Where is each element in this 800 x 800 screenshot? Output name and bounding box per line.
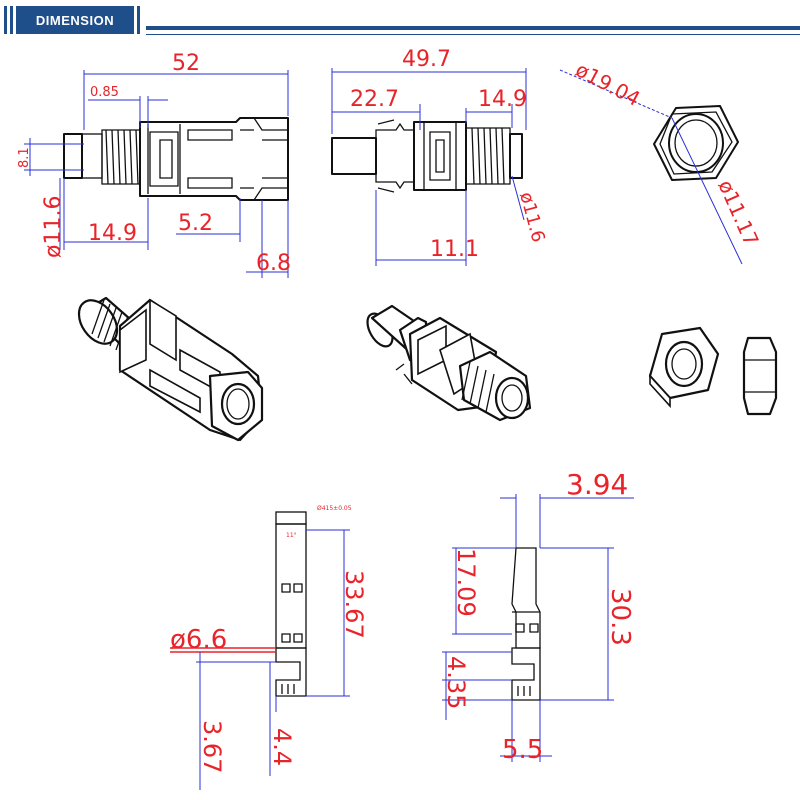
header-stripe <box>10 6 13 34</box>
nut-3d <box>648 326 778 416</box>
dim-male-thread-length: 14.9 <box>88 221 137 246</box>
dim-male-contact-angle: 11° <box>286 532 297 539</box>
dim-female-pin-length: 22.7 <box>350 87 399 112</box>
header-rule <box>146 34 800 35</box>
female-connector-drawing: 49.7 22.7 14.9 11.1 ø11.6 <box>331 47 549 266</box>
dim-female-contact-length: 30.3 <box>605 588 635 646</box>
male-connector-3d <box>77 296 264 442</box>
dim-male-height: 8.1 <box>17 147 32 168</box>
female-contact-drawing: 3.94 17.09 30.3 4.35 5.5 <box>442 468 635 765</box>
header-stripe <box>137 6 140 34</box>
dim-female-contact-crimp-height: 4.35 <box>442 656 470 709</box>
header-stripe <box>4 6 7 34</box>
dim-male-mid-length: 5.2 <box>178 211 213 236</box>
header-rule <box>146 26 800 30</box>
male-contact-drawing: Ø415±0.05 11° 33.67 ø6.6 3.67 4.4 <box>170 505 368 790</box>
dim-male-thread-step: 0.85 <box>90 85 119 100</box>
dim-male-tail-length: 6.8 <box>256 251 291 276</box>
nut-drawing: ø19.04 ø11.17 <box>559 57 764 265</box>
dim-female-body-length: 11.1 <box>430 237 479 262</box>
dim-female-thread-length: 14.9 <box>478 87 527 112</box>
dim-male-diameter: ø11.6 <box>41 196 66 258</box>
dim-female-contact-pin-diameter: 3.94 <box>566 468 628 501</box>
dim-female-diameter: ø11.6 <box>515 190 549 245</box>
dim-male-contact-length: 33.67 <box>340 570 368 639</box>
section-title: DIMENSION <box>16 6 134 34</box>
dim-nut-outer-diameter: ø19.04 <box>572 57 645 111</box>
dim-male-contact-crimp-length: 3.67 <box>198 720 226 773</box>
female-connector-3d <box>366 304 532 422</box>
dim-male-overall: 52 <box>172 51 200 76</box>
header-bar: DIMENSION <box>0 0 800 40</box>
dim-female-contact-crimp-width: 5.5 <box>502 735 543 765</box>
dim-male-contact-tolerance: Ø415±0.05 <box>317 505 352 512</box>
dim-nut-inner-diameter: ø11.17 <box>713 176 763 249</box>
dim-female-contact-pin-length: 17.09 <box>452 548 480 617</box>
dim-male-contact-diameter: ø6.6 <box>170 625 227 655</box>
dim-male-contact-crimp-height: 4.4 <box>268 728 296 766</box>
male-connector-drawing: 52 0.85 8.1 ø11.6 14.9 5.2 6.8 <box>17 51 291 278</box>
dim-female-overall: 49.7 <box>402 47 451 72</box>
